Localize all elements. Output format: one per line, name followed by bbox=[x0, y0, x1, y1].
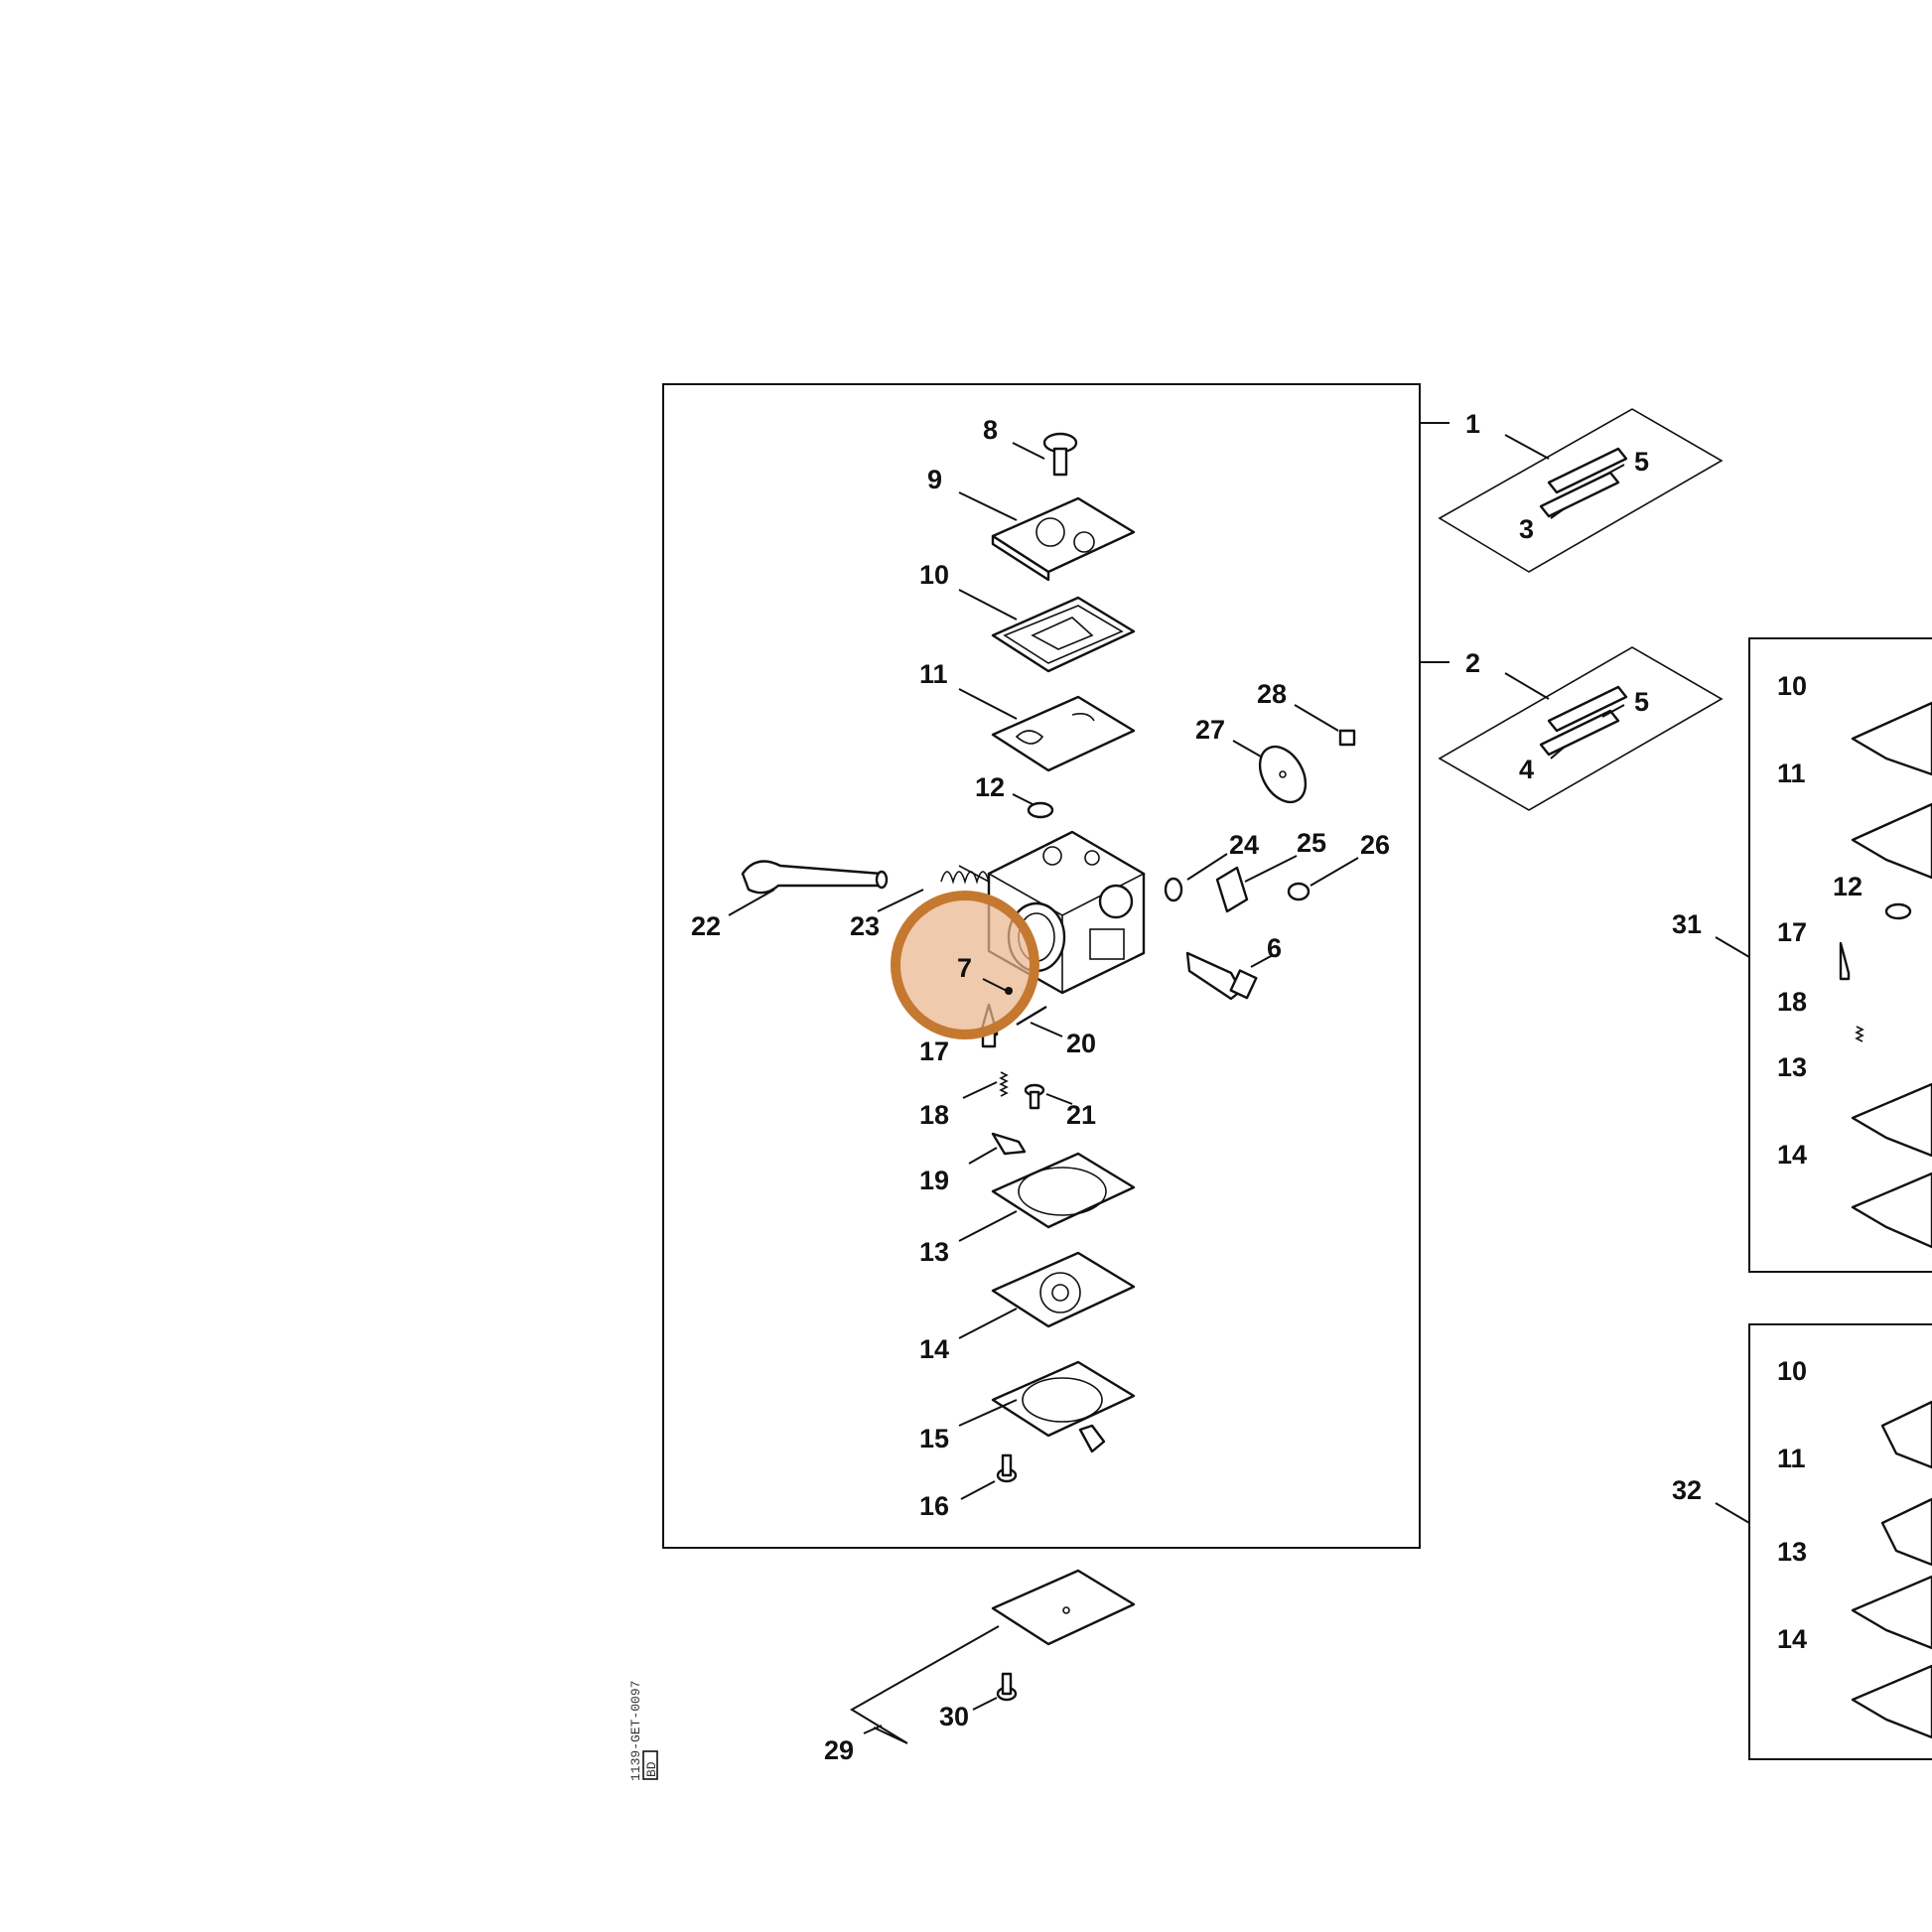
drawing-sheet-text: BD bbox=[644, 1761, 659, 1777]
pin-20[interactable] bbox=[1016, 1005, 1063, 1037]
callout-12[interactable]: 12 bbox=[975, 772, 1005, 802]
callout-3[interactable]: 3 bbox=[1519, 514, 1534, 544]
ring-24[interactable] bbox=[1164, 853, 1228, 902]
callout-21[interactable]: 21 bbox=[1066, 1100, 1096, 1130]
highlight-part-7[interactable] bbox=[891, 891, 1039, 1039]
callout-16[interactable]: 16 bbox=[919, 1491, 949, 1521]
screw-6[interactable] bbox=[1185, 951, 1274, 1001]
callout-31[interactable]: 31 bbox=[1672, 909, 1702, 939]
cover-9[interactable] bbox=[958, 491, 1136, 582]
end-cover-15[interactable] bbox=[958, 1360, 1136, 1453]
kit-2-group[interactable] bbox=[1420, 646, 1724, 811]
screw-8[interactable] bbox=[1012, 432, 1078, 477]
side-kit-32[interactable] bbox=[1715, 1323, 1932, 1760]
diaphragm-11[interactable] bbox=[958, 688, 1136, 772]
callout-8[interactable]: 8 bbox=[983, 415, 998, 445]
callout-32-11[interactable]: 11 bbox=[1777, 1444, 1806, 1473]
spring-23[interactable] bbox=[877, 865, 991, 912]
callout-32[interactable]: 32 bbox=[1672, 1475, 1702, 1505]
callout-27[interactable]: 27 bbox=[1195, 715, 1225, 745]
callout-22[interactable]: 22 bbox=[691, 911, 721, 941]
callout-4[interactable]: 4 bbox=[1519, 755, 1534, 784]
callout-31-14[interactable]: 14 bbox=[1777, 1140, 1807, 1170]
drawing-id-text: 1139-GET-0097 bbox=[628, 1681, 643, 1781]
gasket-10[interactable] bbox=[958, 589, 1136, 673]
callout-30[interactable]: 30 bbox=[939, 1702, 969, 1731]
callout-32-14[interactable]: 14 bbox=[1777, 1624, 1807, 1654]
callout-31-11[interactable]: 11 bbox=[1777, 759, 1806, 788]
callout-23[interactable]: 23 bbox=[850, 911, 880, 941]
screw-21[interactable] bbox=[1024, 1083, 1073, 1110]
screw-30[interactable] bbox=[972, 1672, 1018, 1711]
callout-13[interactable]: 13 bbox=[919, 1237, 949, 1267]
callout-32-10[interactable]: 10 bbox=[1777, 1356, 1807, 1386]
screw-28[interactable] bbox=[1294, 704, 1356, 747]
callout-31-17[interactable]: 17 bbox=[1777, 917, 1807, 947]
callout-15[interactable]: 15 bbox=[919, 1424, 949, 1453]
spring-18[interactable] bbox=[962, 1071, 1009, 1099]
shaft-22[interactable] bbox=[728, 860, 889, 916]
callout-9[interactable]: 9 bbox=[927, 465, 942, 494]
main-assembly-frame bbox=[662, 383, 1421, 1549]
callout-17[interactable]: 17 bbox=[919, 1036, 949, 1066]
callout-18[interactable]: 18 bbox=[919, 1100, 949, 1130]
callout-29[interactable]: 29 bbox=[824, 1735, 854, 1765]
filter-12[interactable] bbox=[1012, 793, 1054, 819]
disc-27[interactable] bbox=[1232, 739, 1314, 810]
callout-31-18[interactable]: 18 bbox=[1777, 987, 1807, 1017]
lever-19[interactable] bbox=[968, 1132, 1027, 1165]
callout-14[interactable]: 14 bbox=[919, 1334, 949, 1364]
nut-26[interactable] bbox=[1287, 857, 1359, 901]
callout-11[interactable]: 11 bbox=[919, 659, 948, 689]
callout-31-12[interactable]: 12 bbox=[1833, 872, 1863, 901]
callout-2[interactable]: 2 bbox=[1465, 648, 1480, 678]
gasket-13[interactable] bbox=[958, 1152, 1136, 1242]
callout-32-13[interactable]: 13 bbox=[1777, 1537, 1807, 1567]
callout-1[interactable]: 1 bbox=[1465, 409, 1480, 439]
kit-1-group[interactable] bbox=[1420, 408, 1724, 573]
side-kit-31[interactable] bbox=[1715, 637, 1932, 1273]
gasket-29[interactable] bbox=[850, 1569, 1136, 1744]
callout-6[interactable]: 6 bbox=[1267, 933, 1282, 963]
lever-25[interactable] bbox=[1215, 855, 1298, 913]
callout-5a[interactable]: 5 bbox=[1634, 447, 1649, 477]
diaphragm-14[interactable] bbox=[958, 1251, 1136, 1339]
callout-26[interactable]: 26 bbox=[1360, 830, 1390, 860]
callout-19[interactable]: 19 bbox=[919, 1166, 949, 1195]
callout-31-13[interactable]: 13 bbox=[1777, 1052, 1807, 1082]
callout-24[interactable]: 24 bbox=[1229, 830, 1259, 860]
drawing-id-stamp: 1139-GET-0097 BD bbox=[628, 1681, 659, 1781]
screw-16[interactable] bbox=[960, 1453, 1018, 1500]
callout-25[interactable]: 25 bbox=[1297, 828, 1326, 858]
callout-31-10[interactable]: 10 bbox=[1777, 671, 1807, 701]
callout-labels: 1 2 3 4 5 5 6 7 8 9 10 11 12 13 14 15 16… bbox=[691, 409, 1863, 1765]
callout-28[interactable]: 28 bbox=[1257, 679, 1287, 709]
callout-20[interactable]: 20 bbox=[1066, 1029, 1096, 1058]
callout-5b[interactable]: 5 bbox=[1634, 687, 1649, 717]
callout-10[interactable]: 10 bbox=[919, 560, 949, 590]
callout-7[interactable]: 7 bbox=[957, 953, 972, 983]
